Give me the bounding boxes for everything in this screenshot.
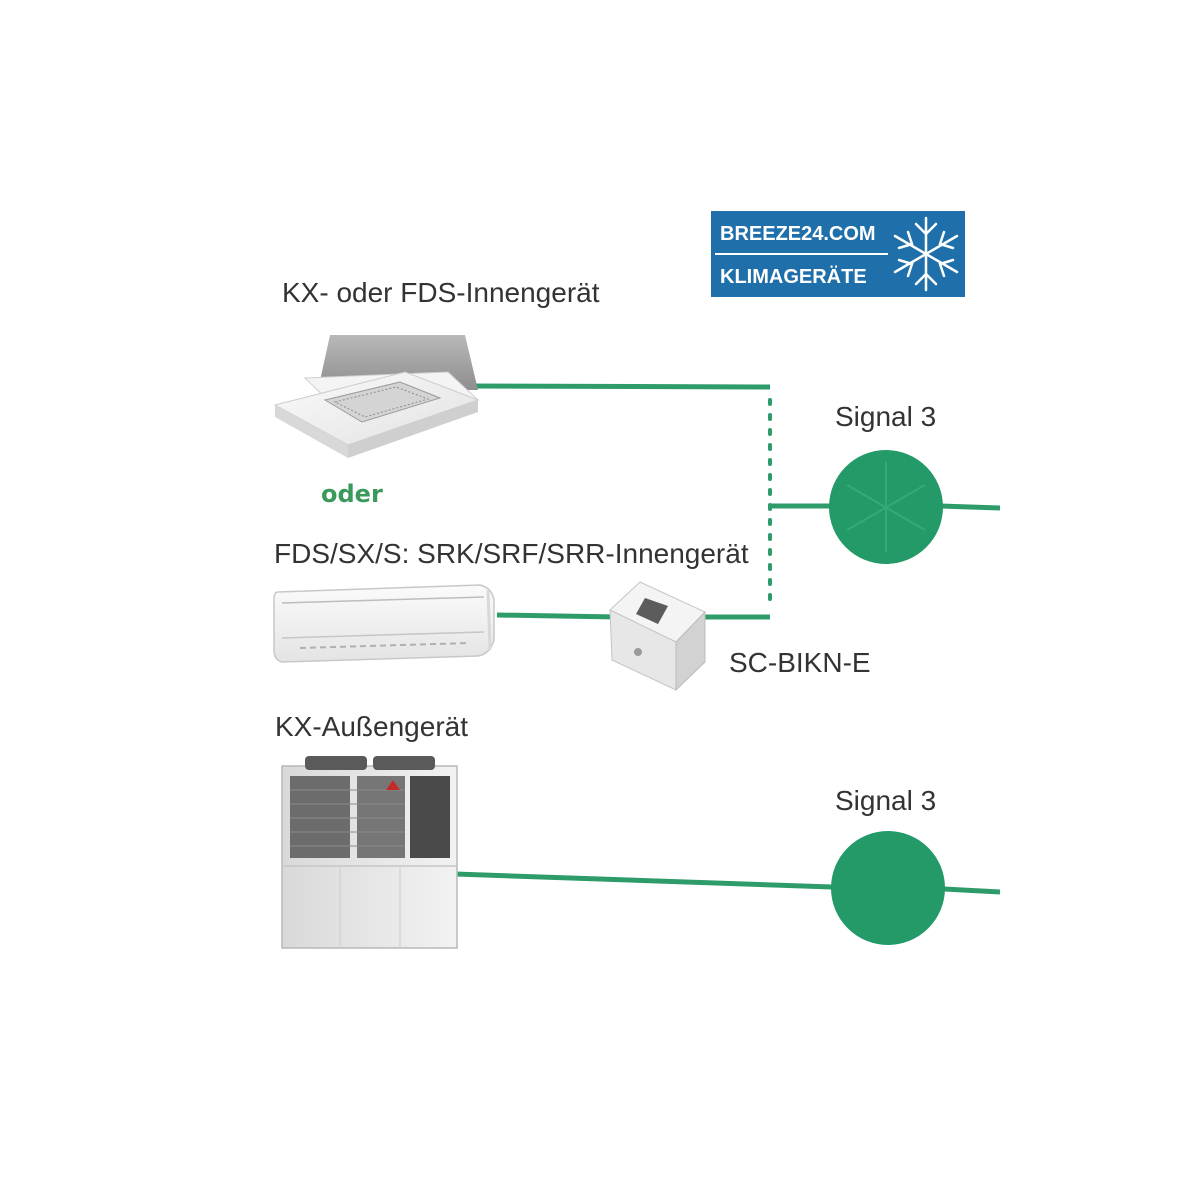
faint-snowflake-icon	[846, 462, 926, 552]
signal-top-out-line	[939, 503, 1001, 511]
wall-unit-image	[273, 584, 495, 663]
signal-bottom-label: Signal 3	[835, 785, 936, 816]
oder-label: oder	[321, 480, 383, 508]
brand-badge: BREEZE24.COM KLIMAGERÄTE	[711, 211, 965, 297]
badge-line-2: KLIMAGERÄTE	[720, 265, 867, 288]
outdoor-unit-image	[281, 756, 458, 949]
outdoor-grille	[290, 789, 405, 847]
snowflake-icon	[893, 216, 959, 292]
outdoor-line	[454, 871, 833, 890]
wall-unit-label: FDS/SX/S: SRK/SRF/SRR-Innengerät	[274, 538, 749, 569]
connection-lines	[454, 383, 1001, 895]
wall-to-interface-line	[496, 612, 619, 620]
interface-box-image	[609, 581, 706, 692]
badge-line-1: BREEZE24.COM	[720, 223, 876, 245]
cassette-line	[469, 383, 771, 390]
cassette-unit-image	[273, 335, 480, 458]
signal-bottom-circle	[831, 831, 945, 945]
outdoor-unit-label: KX-Außengerät	[275, 711, 468, 742]
signal-top-label: Signal 3	[835, 401, 936, 432]
signal-bottom-out-line	[943, 886, 1001, 895]
cassette-unit-label: KX- oder FDS-Innengerät	[282, 277, 600, 308]
interface-label: SC-BIKN-E	[729, 647, 871, 678]
